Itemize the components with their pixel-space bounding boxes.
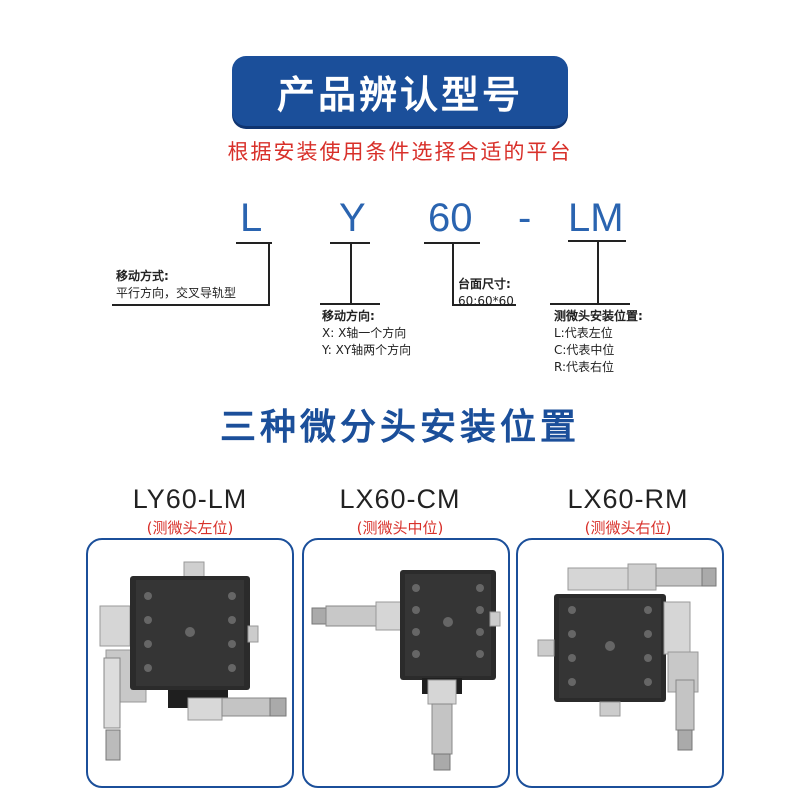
desc-movement-title: 移动方式: bbox=[116, 269, 169, 283]
desc-movement-line: 平行方向，交叉导轨型 bbox=[116, 286, 237, 300]
model-position: (测微头左位) bbox=[146, 519, 234, 537]
stage-illustration-left bbox=[99, 561, 287, 761]
desc-direction: 移动方向: X: X轴一个方向 Y: XY轴两个方向 bbox=[322, 308, 411, 359]
subtitle: 根据安装使用条件选择合适的平台 bbox=[227, 140, 573, 164]
model-position: (测微头中位) bbox=[356, 519, 444, 537]
connector-direction bbox=[350, 242, 352, 304]
banner-title: 产品辨认型号 bbox=[276, 72, 523, 117]
desc-position-line: L:代表左位 bbox=[554, 326, 613, 340]
desc-position-line: R:代表右位 bbox=[554, 360, 615, 374]
rule-size bbox=[452, 304, 516, 306]
connector-size bbox=[452, 242, 454, 305]
code-part-direction: Y bbox=[339, 196, 366, 240]
connector-position bbox=[597, 240, 599, 304]
model-name: LX60-CM bbox=[339, 484, 461, 514]
model-name: LY60-LM bbox=[132, 484, 248, 514]
model-center: LX60-CM (测微头中位) bbox=[270, 484, 530, 538]
rule-direction bbox=[320, 303, 380, 305]
section-title: 三种微分头安装位置 bbox=[219, 407, 580, 448]
code-part-position: LM bbox=[568, 196, 624, 240]
desc-position: 测微头安装位置: L:代表左位 C:代表中位 R:代表右位 bbox=[554, 308, 643, 376]
desc-direction-line: Y: XY轴两个方向 bbox=[322, 343, 412, 357]
title-banner: 产品辨认型号 bbox=[232, 56, 568, 126]
connector-movement bbox=[268, 242, 270, 305]
model-right: LX60-RM (测微头右位) bbox=[498, 484, 758, 538]
desc-movement: 移动方式: 平行方向，交叉导轨型 bbox=[116, 268, 236, 302]
desc-direction-line: X: X轴一个方向 bbox=[322, 326, 407, 340]
code-dash: - bbox=[518, 196, 532, 240]
code-part-size: 60 bbox=[428, 196, 473, 240]
product-card-center bbox=[302, 538, 510, 788]
model-name: LX60-RM bbox=[567, 484, 689, 514]
desc-direction-title: 移动方向: bbox=[322, 309, 375, 323]
stage-illustration-center bbox=[311, 570, 501, 771]
desc-size-line: 60:60*60 bbox=[458, 294, 514, 308]
product-card-right bbox=[516, 538, 724, 788]
rule-movement bbox=[112, 304, 270, 306]
rule-position bbox=[550, 303, 630, 305]
desc-size-title: 台面尺寸: bbox=[458, 277, 511, 291]
stage-illustration-right bbox=[537, 563, 717, 751]
model-left: LY60-LM (测微头左位) bbox=[60, 484, 320, 538]
model-position: (测微头右位) bbox=[584, 519, 672, 537]
code-part-movement: L bbox=[240, 196, 263, 240]
underline-movement bbox=[236, 242, 272, 244]
desc-position-title: 测微头安装位置: bbox=[554, 309, 643, 323]
desc-position-line: C:代表中位 bbox=[554, 343, 615, 357]
desc-size: 台面尺寸: 60:60*60 bbox=[458, 276, 514, 310]
product-card-left bbox=[86, 538, 294, 788]
